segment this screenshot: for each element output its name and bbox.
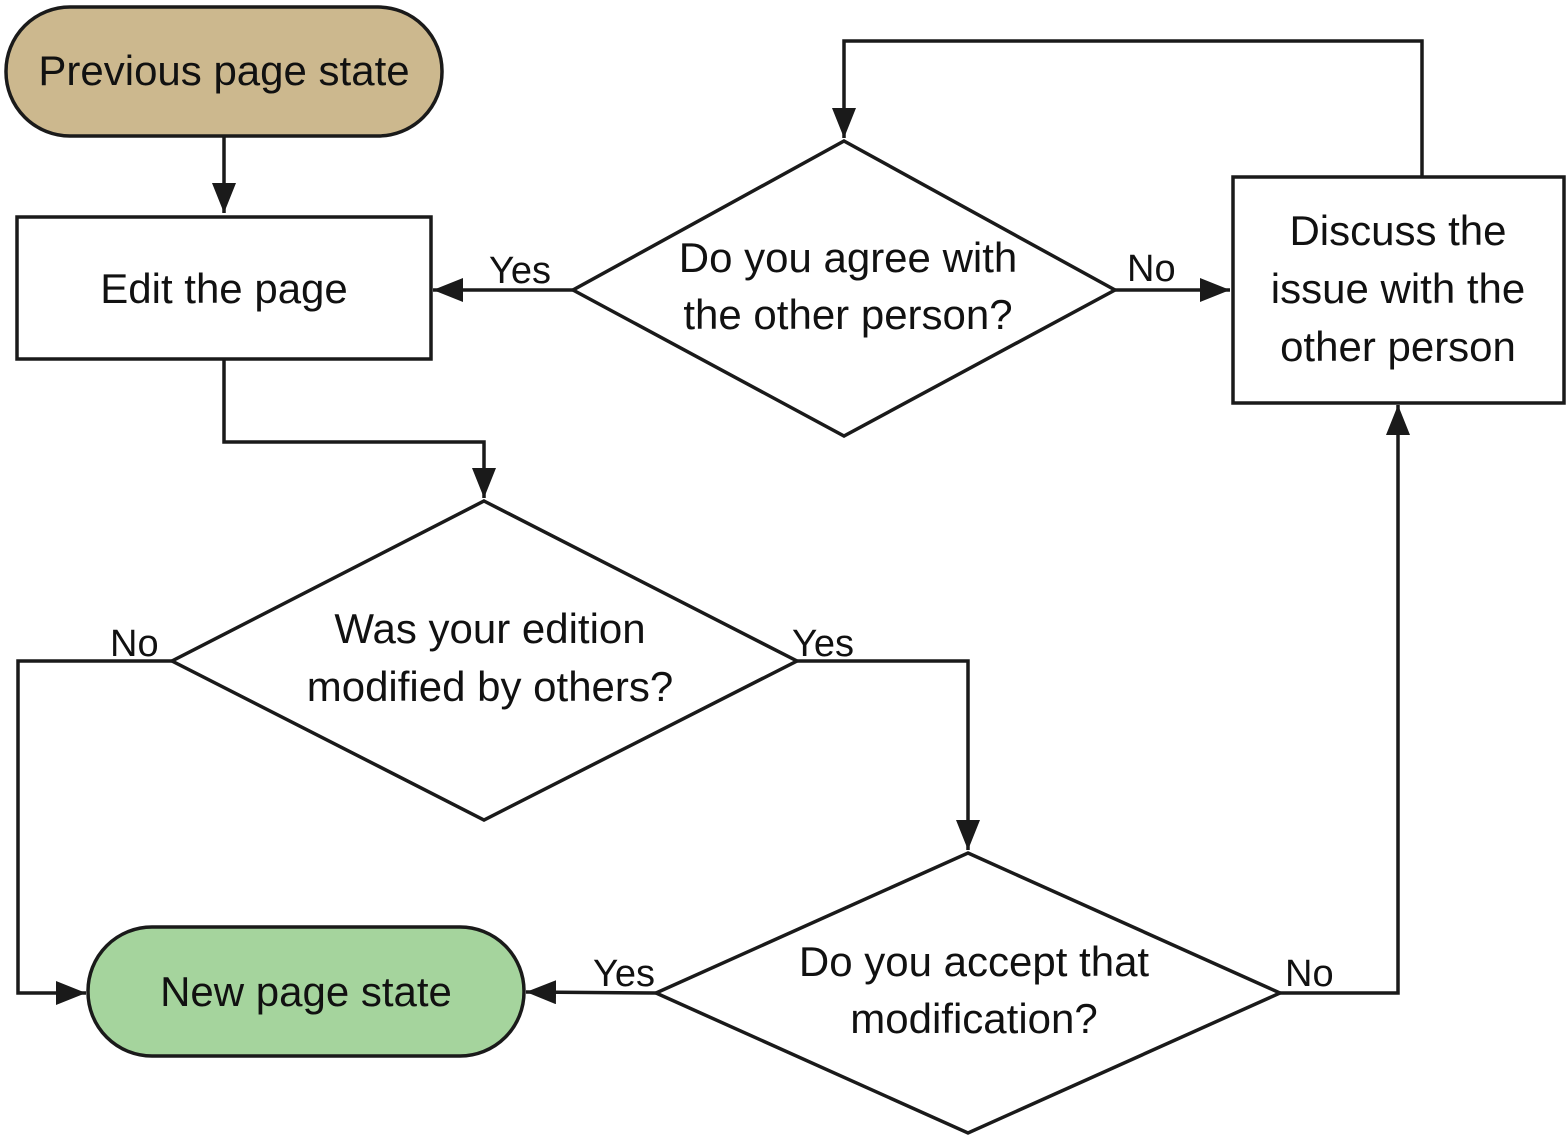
- edge-edit-to-modified: [222, 360, 496, 498]
- edge-label-accept-yes: Yes: [593, 953, 655, 995]
- node-discuss: Discuss the issue with the other person: [1231, 175, 1566, 405]
- discuss-label-line1: Discuss the: [1289, 207, 1506, 254]
- node-modified-decision: Was your edition modified by others?: [168, 499, 801, 822]
- previous-state-label: Previous page state: [38, 47, 409, 94]
- accept-label-line2: modification?: [850, 995, 1097, 1042]
- edge-label-modified-yes: Yes: [792, 623, 854, 665]
- agree-label-line2: the other person?: [683, 291, 1012, 338]
- agree-diamond: [569, 139, 1119, 438]
- edge-discuss-to-agree: [832, 39, 1424, 177]
- edge-label-agree-no: No: [1127, 248, 1176, 290]
- edge-label-accept-no: No: [1285, 953, 1334, 995]
- edge-accept-yes: [525, 980, 657, 1005]
- edit-page-label: Edit the page: [100, 265, 348, 312]
- node-edit-page: Edit the page: [15, 215, 433, 361]
- agree-label-line1: Do you agree with: [679, 234, 1018, 281]
- discuss-label-line2: issue with the: [1271, 265, 1525, 312]
- accept-diamond: [651, 851, 1285, 1135]
- discuss-label-line3: other person: [1280, 323, 1516, 370]
- node-previous-state: Previous page state: [4, 5, 444, 138]
- discuss-shape: [1231, 175, 1566, 405]
- new-state-label: New page state: [160, 968, 452, 1015]
- node-agree-decision: Do you agree with the other person?: [569, 139, 1119, 438]
- modified-label-line1: Was your edition: [334, 605, 645, 652]
- edge-modified-no: [16, 659, 172, 1005]
- node-new-state: New page state: [86, 925, 526, 1058]
- edge-label-agree-yes: Yes: [489, 250, 551, 292]
- node-accept-decision: Do you accept that modification?: [651, 851, 1285, 1135]
- previous-state-shape: [4, 5, 444, 138]
- edit-page-shape: [15, 215, 433, 361]
- modified-label-line2: modified by others?: [307, 663, 674, 710]
- edge-accept-no: [1280, 405, 1410, 995]
- modified-diamond: [168, 499, 801, 822]
- edge-modified-yes: [797, 659, 980, 850]
- accept-label-line1: Do you accept that: [799, 938, 1150, 985]
- new-state-shape: [86, 925, 526, 1058]
- edge-label-modified-no: No: [110, 623, 159, 665]
